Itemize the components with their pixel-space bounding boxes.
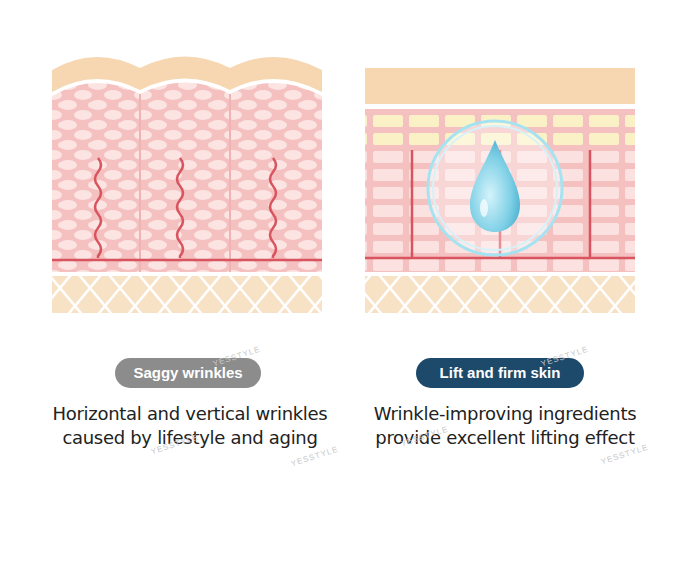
saggy-skin xyxy=(52,57,322,314)
firm-skin xyxy=(365,68,635,313)
label-pill: Saggy wrinkles xyxy=(115,358,261,388)
watermark: YESSTYLE xyxy=(290,445,340,469)
